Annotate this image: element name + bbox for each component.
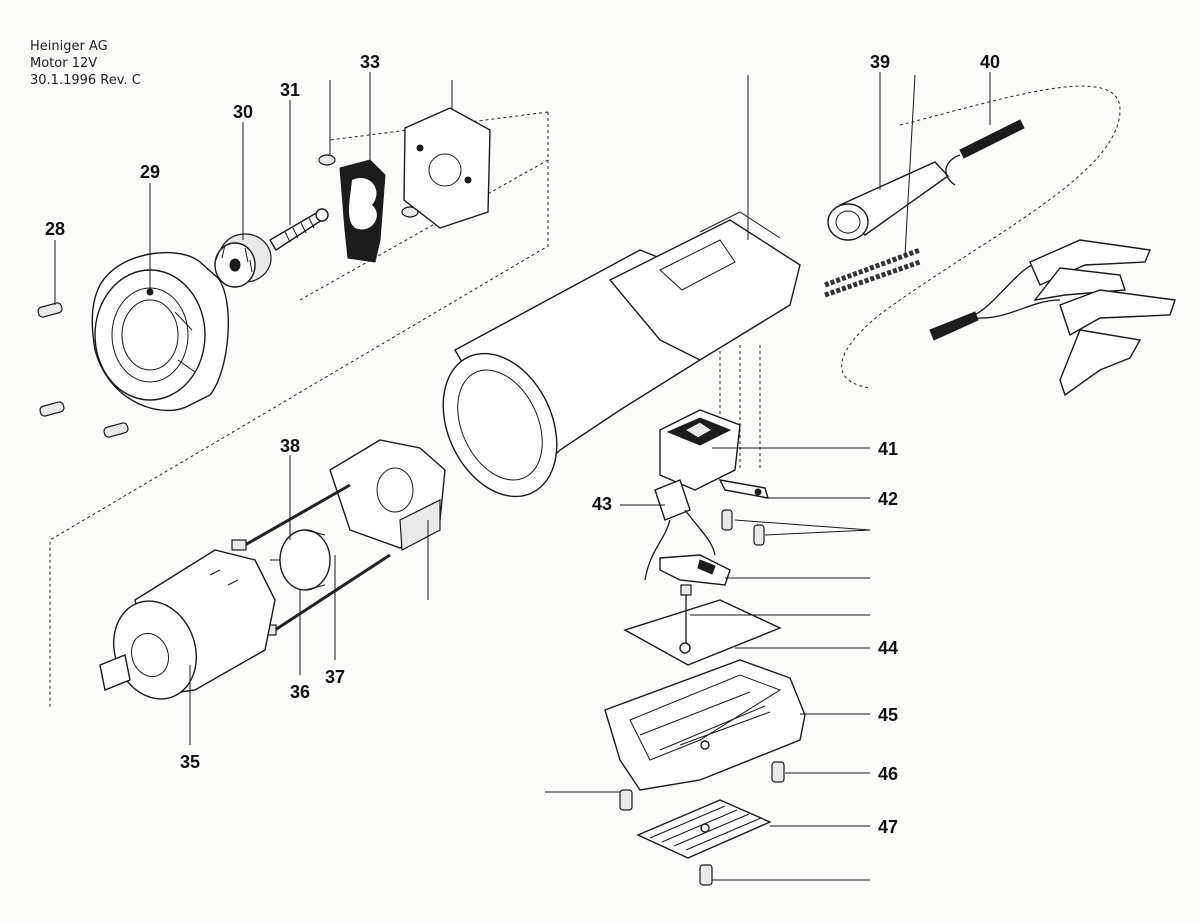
braided-wire — [824, 247, 921, 298]
callout-36: 36 — [290, 682, 310, 702]
company-name: Heiniger AG — [30, 39, 108, 54]
product-name: Motor 12V — [30, 56, 98, 71]
dc-motor — [99, 549, 276, 700]
brush-carrier — [329, 439, 446, 551]
power-cable — [929, 119, 1061, 341]
switch-slider — [659, 554, 731, 586]
leader-lines — [54, 72, 991, 881]
callout-40: 40 — [980, 52, 1000, 72]
mounting-plate — [403, 107, 491, 229]
switch-screws — [721, 509, 765, 546]
callout-33: 33 — [360, 52, 380, 72]
fan — [270, 529, 331, 591]
callout-45: 45 — [878, 705, 898, 725]
drawing-title-block: Heiniger AG Motor 12V 30.1.1996 Rev. C — [30, 38, 141, 89]
revision-date: 30.1.1996 Rev. C — [30, 73, 141, 88]
cap-screws — [37, 302, 129, 438]
callout-41: 41 — [878, 439, 898, 459]
bottom-grille — [636, 799, 772, 859]
callout-47: 47 — [878, 817, 898, 837]
callout-38: 38 — [280, 436, 300, 456]
gasket — [318, 154, 419, 263]
cable-boot — [827, 161, 950, 241]
battery-clamp-upper — [1029, 239, 1151, 301]
rocker-switch — [659, 409, 741, 491]
callout-37: 37 — [325, 667, 345, 687]
callout-31: 31 — [280, 80, 300, 100]
callout-28: 28 — [45, 219, 65, 239]
callout-46: 46 — [878, 764, 898, 784]
base-housing — [604, 659, 806, 791]
battery-clamp-lower — [1059, 289, 1176, 397]
base-screws — [619, 761, 785, 886]
callout-numbers: 28 29 30 31 33 35 36 37 38 39 40 41 42 4… — [45, 52, 1000, 837]
callout-44: 44 — [878, 638, 898, 658]
terminal-block — [644, 479, 716, 581]
callout-39: 39 — [870, 52, 890, 72]
switch-bracket — [718, 479, 770, 499]
callout-30: 30 — [233, 102, 253, 122]
end-cap — [91, 251, 229, 412]
callout-42: 42 — [878, 489, 898, 509]
callout-29: 29 — [140, 162, 160, 182]
callout-43: 43 — [592, 494, 612, 514]
worm-shaft — [269, 208, 329, 251]
circuit-board — [623, 584, 782, 666]
pinion-gear — [214, 233, 272, 288]
callout-35: 35 — [180, 752, 200, 772]
motor-housing — [442, 211, 801, 498]
